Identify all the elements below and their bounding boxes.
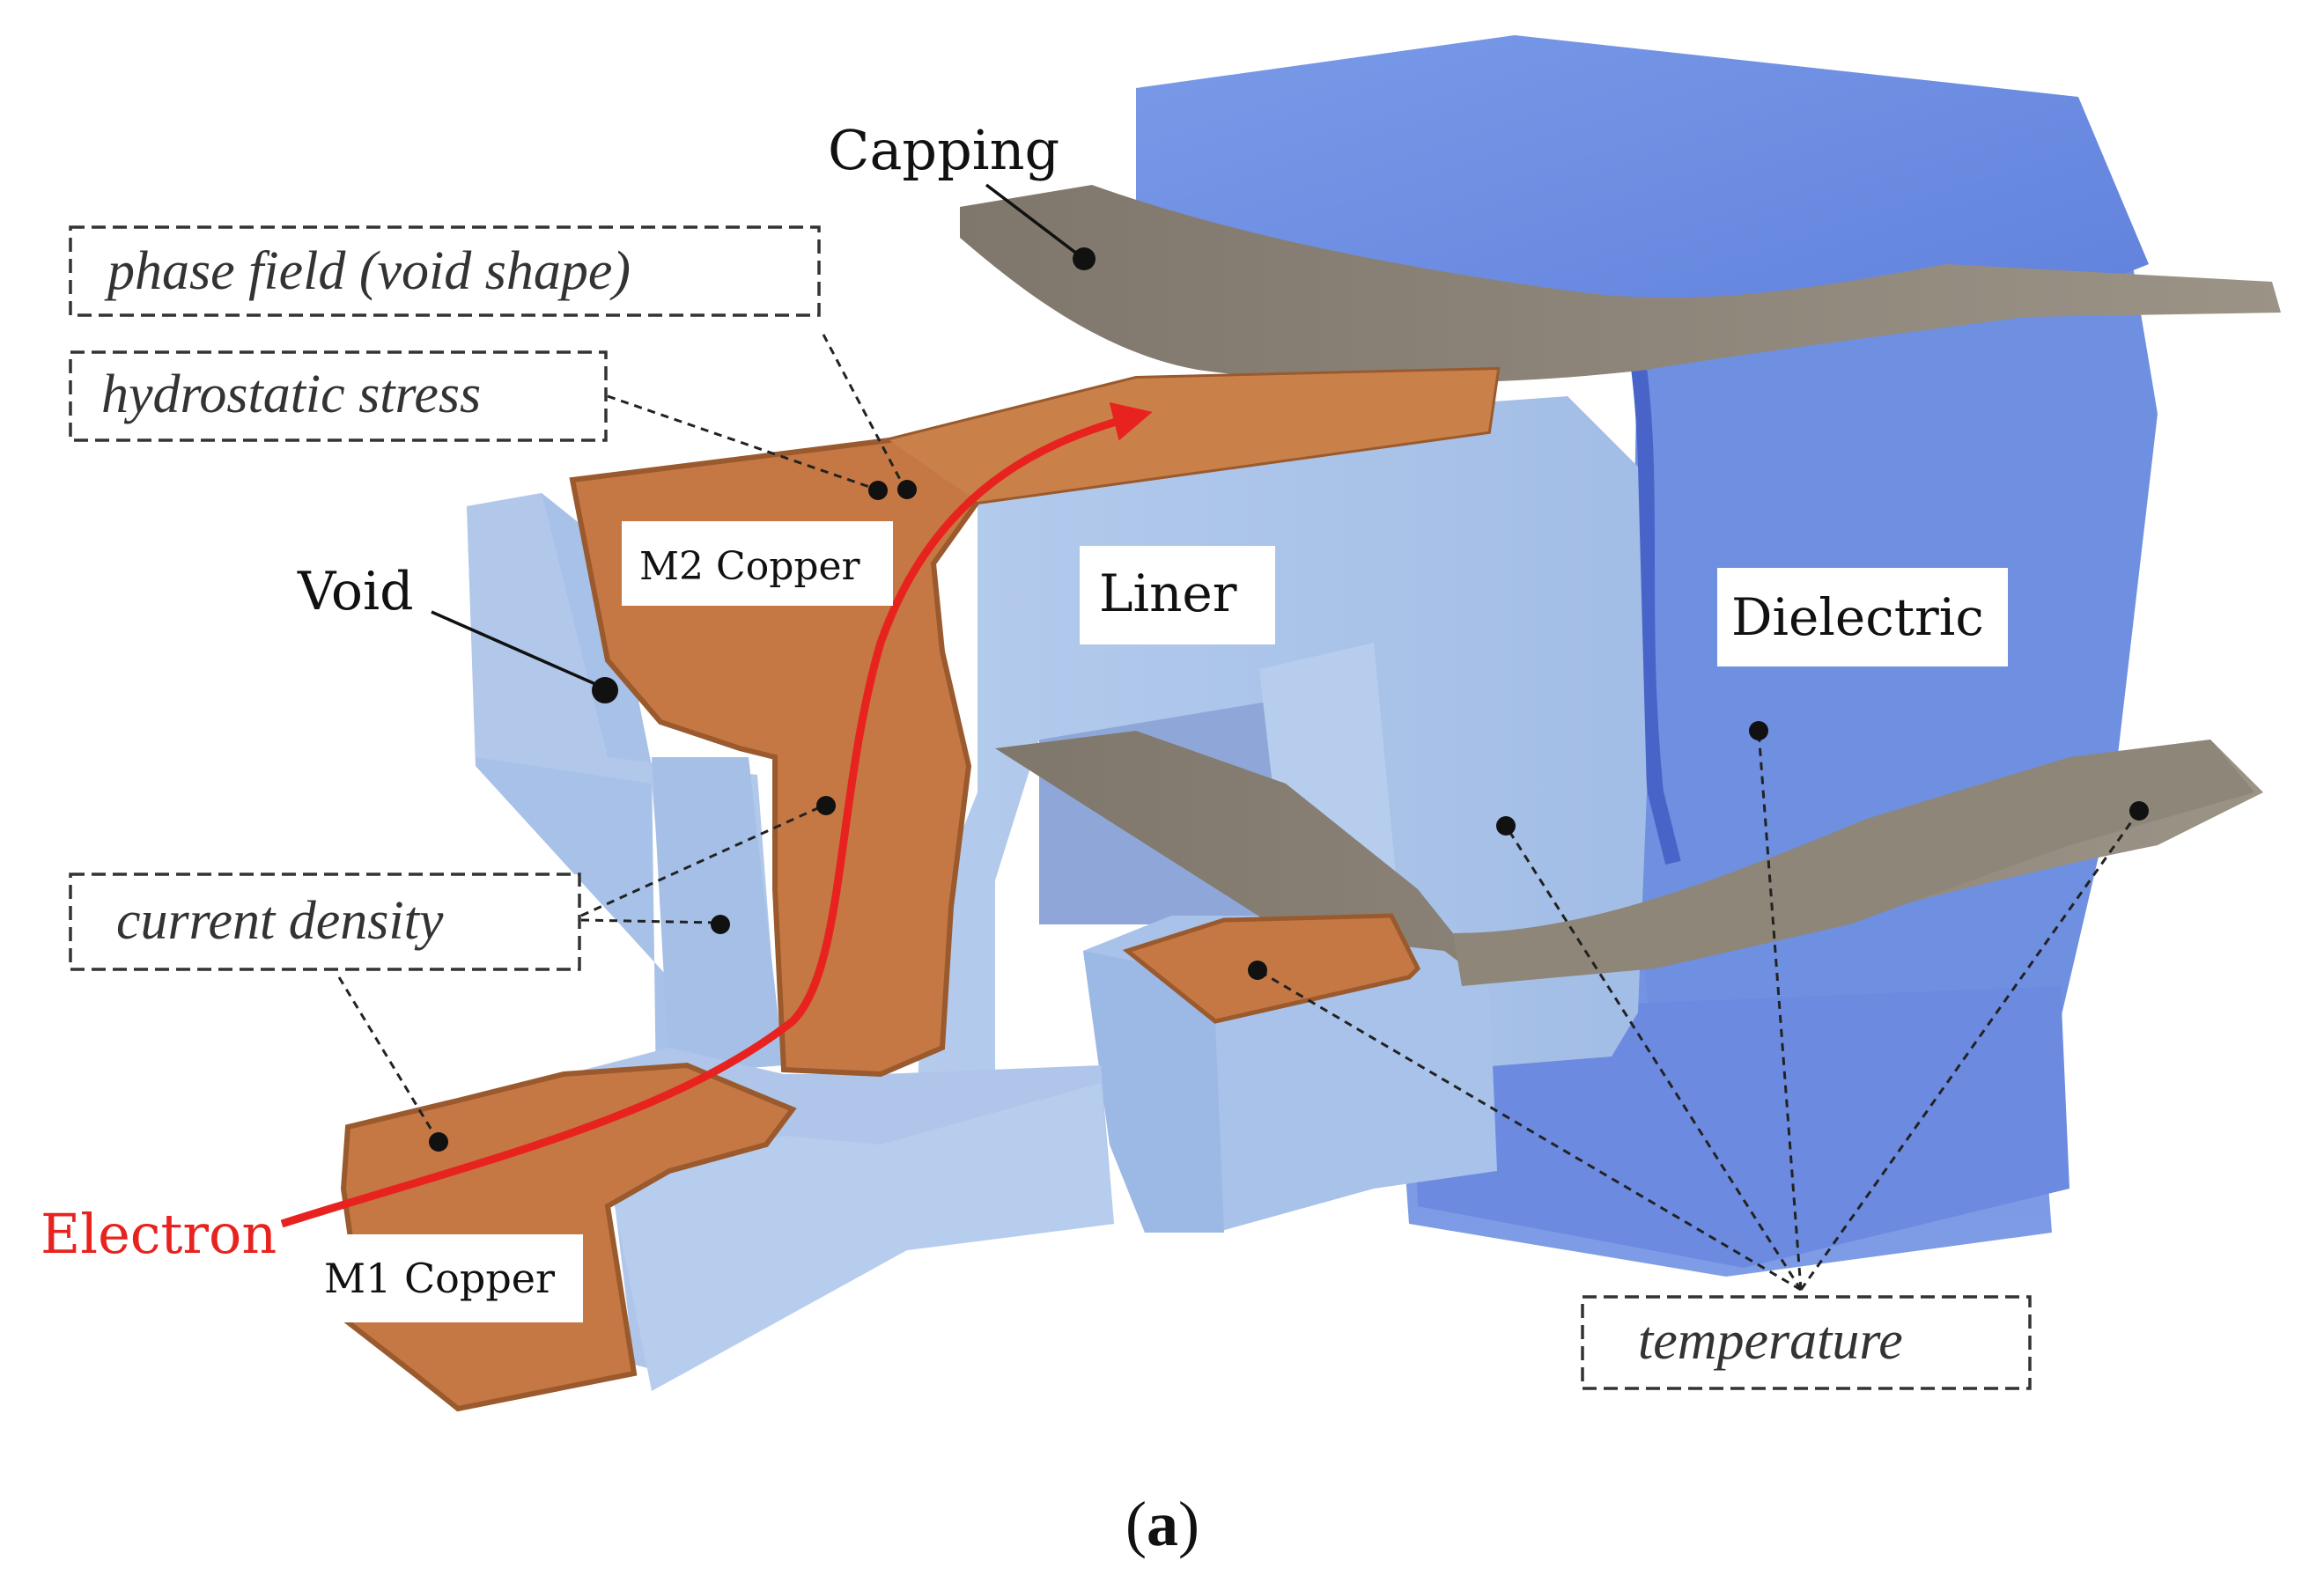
label-backgrounds xyxy=(306,521,2008,1322)
dielectric-side xyxy=(1629,255,2158,1092)
void-dot xyxy=(592,677,618,703)
current-density-leader-1 xyxy=(580,804,824,917)
solid-leaders xyxy=(431,183,1083,688)
liner-label-bg xyxy=(1080,546,1275,644)
dielectric-label: Dielectric xyxy=(1731,587,1984,647)
current-density-leader-2 xyxy=(580,918,719,924)
m2-copper-top-highlight xyxy=(889,370,1497,502)
m2-copper-label-bg xyxy=(622,521,893,606)
field-boxes xyxy=(69,225,2032,1390)
current-density-dot-m1 xyxy=(429,1132,448,1152)
current-density-leader-3 xyxy=(337,976,439,1141)
dielectric-label-bg xyxy=(1717,568,2008,666)
phase-field-text: phase field (void shape) xyxy=(104,241,631,301)
electron-label: Electron xyxy=(41,1202,277,1266)
temperature-leader-2 xyxy=(1504,825,1803,1291)
temperature-leader-3 xyxy=(1757,730,1803,1291)
hydrostatic-leader xyxy=(607,394,875,490)
void-label: Void xyxy=(297,561,414,622)
temperature-leader-1 xyxy=(1257,968,1802,1292)
void-leader xyxy=(431,610,602,688)
dashed-leaders xyxy=(337,334,2141,1292)
upper-capping-layer xyxy=(960,185,2281,383)
temperature-box xyxy=(1581,1295,2032,1390)
dielectric-edge xyxy=(1630,359,1681,865)
m1-copper-label: M1 Copper xyxy=(324,1255,555,1302)
m2-copper-label: M2 Copper xyxy=(639,544,861,589)
caption-close-paren: ) xyxy=(1178,1489,1199,1559)
hydrostatic-box xyxy=(69,350,608,442)
capping-label: Capping xyxy=(828,118,1059,182)
current-density-text: current density xyxy=(116,891,444,951)
m1-copper-right xyxy=(1122,913,1421,1024)
current-density-dot-via xyxy=(816,796,836,815)
m1-copper-label-bg xyxy=(306,1234,583,1322)
current-density-dot-liner xyxy=(711,915,730,934)
temperature-dot-capping xyxy=(2129,801,2149,821)
current-density-box xyxy=(69,872,581,971)
temperature-dot-liner xyxy=(1496,816,1516,836)
temperature-dot-copper xyxy=(1248,961,1267,980)
liner-label: Liner xyxy=(1099,563,1237,623)
marker-dots xyxy=(429,247,2149,1152)
hydrostatic-text: hydrostatic stress xyxy=(101,364,481,424)
temperature-dot-dielectric xyxy=(1749,721,1768,740)
text-labels: Capping Void M2 Copper Liner Dielectric … xyxy=(41,118,1984,1371)
liner-lower-left-front xyxy=(608,1083,1114,1391)
hydrostatic-dot xyxy=(868,481,888,500)
caption-open-paren: ( xyxy=(1125,1489,1147,1559)
lower-capping-under xyxy=(1453,740,2254,986)
liner-lower-right-front xyxy=(1083,951,1224,1233)
phase-field-leader xyxy=(822,334,905,487)
temperature-text: temperature xyxy=(1638,1311,1903,1371)
capping-leader xyxy=(985,183,1083,259)
electron-path-arrow xyxy=(280,401,1153,1228)
phase-field-box xyxy=(69,225,821,317)
capping-dot xyxy=(1073,247,1096,270)
phase-field-dot xyxy=(897,480,917,499)
caption-letter: a xyxy=(1147,1489,1178,1559)
figure-caption: (a) xyxy=(1125,1489,1199,1559)
